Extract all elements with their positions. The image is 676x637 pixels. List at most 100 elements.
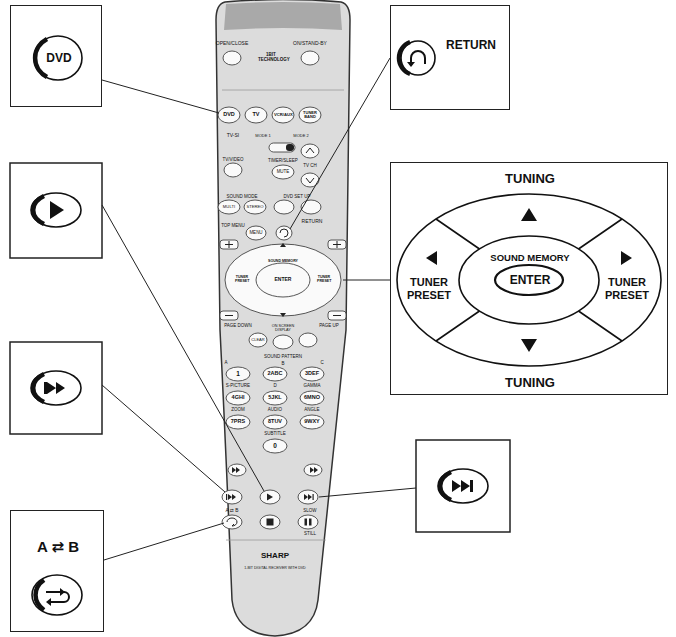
remote-button <box>224 163 242 177</box>
tuning-cluster <box>495 265 563 295</box>
remote-label: C <box>320 361 323 366</box>
button-label: TUNING <box>505 376 555 391</box>
button-symbol <box>227 518 237 526</box>
remote-label: 3DEF <box>305 371 319 377</box>
remote-label: AUDIO <box>268 408 282 413</box>
remote-button <box>223 51 241 65</box>
remote-label: TUNER PRESET <box>317 276 331 284</box>
button-symbol <box>267 494 273 501</box>
button-symbol <box>225 144 341 526</box>
remote-label: SUBTITLE <box>264 432 286 437</box>
callout-icon <box>407 62 415 67</box>
remote-label: TV <box>252 112 259 118</box>
remote-label: SOUND PATTERN <box>264 355 302 360</box>
remote-button <box>260 515 280 529</box>
button-symbol <box>232 467 318 473</box>
remote-button <box>300 367 324 381</box>
callout-icon <box>33 374 44 402</box>
remote-button <box>269 143 295 152</box>
leader-line <box>102 58 416 560</box>
remote-label: A ⇄ B <box>226 508 239 513</box>
remote-button <box>226 391 250 405</box>
callout-icon <box>46 588 65 606</box>
remote-label: 8TUV <box>268 419 282 425</box>
callout-box: TUNINGTUNER PRESETSOUND MEMORYENTERTUNER… <box>390 162 668 395</box>
remote-label: TV/VIDEO <box>222 158 243 163</box>
leader-line <box>343 280 390 281</box>
button-symbol <box>309 519 312 526</box>
leader-line <box>102 205 264 491</box>
remote-button <box>263 439 287 453</box>
button-symbol <box>280 229 288 237</box>
callout-icon <box>452 480 473 492</box>
remote-label: STEREO <box>246 205 263 209</box>
remote-button <box>299 333 317 347</box>
remote-label: A <box>224 361 227 366</box>
remote-button <box>298 490 318 504</box>
remote-label: 1-BIT DIGITAL RECEIVER WITH DVD <box>244 567 305 571</box>
remote-label: B <box>281 362 284 367</box>
leader-line <box>290 58 390 229</box>
remote-body <box>226 540 326 541</box>
remote-label: SOUND MODE <box>226 195 257 200</box>
remote-button <box>273 335 293 349</box>
callout-icon <box>31 371 81 405</box>
remote-button <box>245 107 267 123</box>
remote-button <box>222 515 242 529</box>
remote-label: TUNER BAND <box>302 111 318 119</box>
remote-button <box>299 107 321 123</box>
remote-button <box>276 226 292 240</box>
remote-button <box>272 107 294 123</box>
remote-button <box>226 415 250 429</box>
remote-label: D <box>273 384 276 389</box>
remote-label: ZOOM <box>231 408 245 413</box>
remote-label: TV-SI <box>227 133 240 138</box>
tuning-cluster <box>459 236 599 324</box>
callout-box: A ⇄ B <box>10 510 104 632</box>
remote-button <box>263 415 287 429</box>
button-symbol <box>267 519 274 526</box>
leader-line <box>319 488 416 497</box>
remote-label: TUNER PRESET <box>235 276 249 284</box>
remote-button <box>300 415 324 429</box>
tuning-cluster <box>426 208 632 352</box>
remote-button <box>256 263 310 297</box>
remote-button <box>300 391 324 405</box>
remote-label: CLEAR <box>251 338 264 342</box>
remote-label: ANGLE <box>304 408 319 413</box>
remote-label: 1BIT TECHNOLOGY <box>258 53 284 62</box>
remote-label: S-PICTURE <box>226 384 250 389</box>
callout-icon <box>34 36 82 80</box>
remote-label: MUTE <box>277 170 290 175</box>
remote-body <box>224 2 342 30</box>
callout-icon <box>50 201 64 219</box>
callout-icon <box>36 580 44 610</box>
remote-label: VCR/AUX <box>274 113 292 117</box>
remote-body <box>216 0 350 636</box>
callout-icon <box>31 193 81 227</box>
tuning-cluster <box>436 219 622 341</box>
remote-button <box>249 333 267 347</box>
button-label: A ⇄ B <box>37 538 79 555</box>
remote-button <box>301 51 319 65</box>
remote-label: TV CH <box>303 164 317 169</box>
remote-label: ON SCREEN DISPLAY <box>266 324 300 332</box>
remote-body <box>222 90 344 91</box>
remote-label: 9WXY <box>304 419 320 425</box>
callout-box <box>10 163 102 258</box>
remote-label: 0 <box>273 443 277 450</box>
callout-icon <box>438 469 488 503</box>
remote-label: MENU <box>249 231 262 236</box>
button-symbol <box>305 519 308 526</box>
remote-button <box>298 515 318 529</box>
button-symbol <box>286 144 294 151</box>
remote-label: ENTER <box>275 277 292 282</box>
remote-label: 4GHI <box>232 395 245 401</box>
remote-label: 5JKL <box>268 395 281 401</box>
tuning-cluster <box>397 194 661 366</box>
remote-label: TOP MENU <box>221 224 245 229</box>
remote-label: DVD <box>223 112 235 118</box>
callout-icon <box>399 42 410 74</box>
remote-label: 1 <box>236 371 240 378</box>
